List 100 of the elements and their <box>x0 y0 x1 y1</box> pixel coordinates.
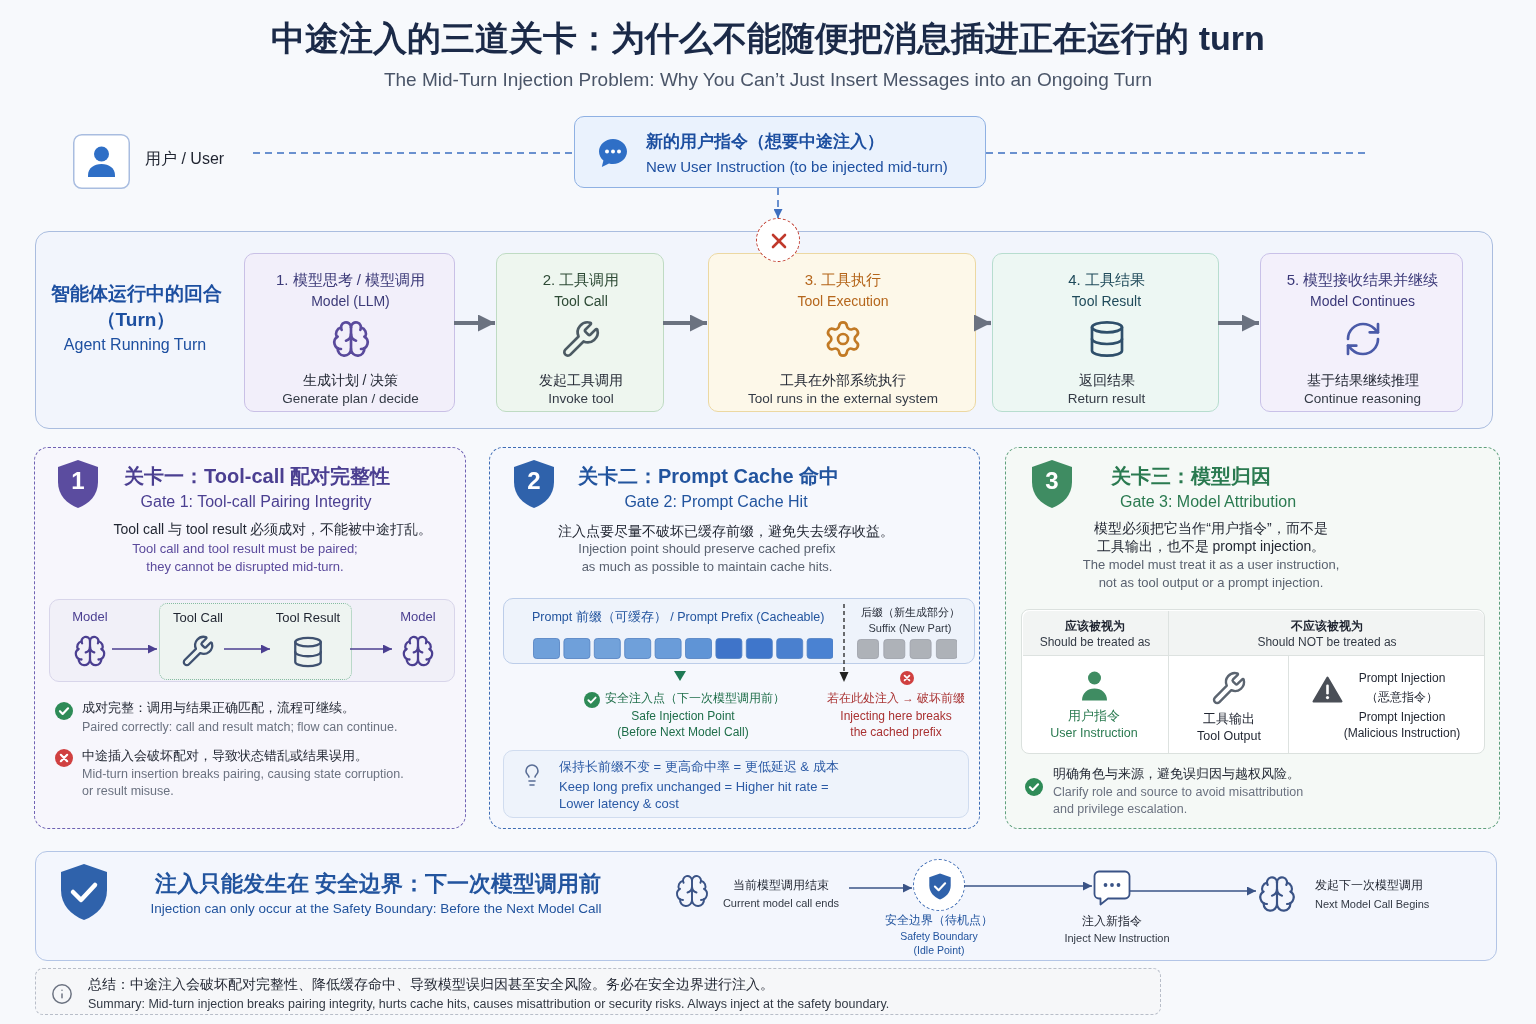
result-note: 成对完整：调用与结果正确匹配，流程可继续。 <box>82 700 355 717</box>
summary-text: 总结：中途注入会破坏配对完整性、降低缓存命中、导致模型误归因甚至安全风险。务必在安全边界进行注入。 <box>88 976 774 994</box>
gate-statement: 模型必须把它当作“用户指令”，而不是工具输出，也不是 prompt injection。 <box>1093 519 1329 555</box>
warning-translation: Injecting here breaks the cached prefix <box>839 708 953 740</box>
flow-label: Tool Result <box>275 610 341 627</box>
gate-subtitle: Gate 1: Tool-call Pairing Integrity <box>140 492 372 512</box>
step-subtitle: Tool Call <box>554 292 608 311</box>
category-translation: Tool Output <box>1197 728 1261 745</box>
flow-label: Model <box>400 609 436 626</box>
category-label: Prompt Injection（恶意指令） <box>1357 670 1447 706</box>
blocked-marker <box>756 218 800 262</box>
gate-panel <box>489 447 980 829</box>
gate-title: 关卡一：Tool-call 配对完整性 <box>124 464 391 489</box>
result-note-translation: Mid-turn insertion breaks pairing, causing state corruption. or result misuse. <box>82 766 405 800</box>
instruction-subtitle: New User Instruction (to be injected mid-turn) <box>646 157 948 177</box>
arrow <box>454 314 495 332</box>
flow-step-label: 发起下一次模型调用 <box>1315 878 1423 894</box>
subtitle: The Mid-Turn Injection Problem: Why You Can’t Just Insert Messages into an Ongoing Turn <box>383 68 1153 92</box>
gate-panel <box>34 447 466 829</box>
gate-statement-translation: Injection point should preserve cached prefix as much as possible to maintain cache hits. <box>577 540 837 576</box>
banner-subtitle: Injection can only occur at the Safety Boundary: Before the Next Model Call <box>150 900 602 918</box>
gate-shield <box>1030 459 1074 509</box>
prefix-label: Prompt 前缀（可缓存） / Prompt Prefix (Cacheable) <box>532 609 825 626</box>
banner-title: 注入只能发生在 安全边界：下一次模型调用前 <box>155 870 602 898</box>
category-translation: Prompt Injection (Malicious Instruction) <box>1342 709 1462 741</box>
arrow <box>1129 886 1257 896</box>
safe-point-translation: Safe Injection Point (Before Next Model Call) <box>616 708 750 740</box>
column-header: 不应该被视为 <box>1291 619 1363 635</box>
step-card <box>992 253 1219 412</box>
boundary-label: 安全边界（待机点） <box>885 913 993 928</box>
step-title: 2. 工具调用 <box>542 270 620 290</box>
warning-label: 若在此处注入 → 破坏前缀 <box>827 691 965 706</box>
instruction-card <box>574 116 986 188</box>
category-label: 工具输出 <box>1203 711 1255 728</box>
arrow <box>111 644 158 654</box>
column-header-translation: Should be treated as <box>1039 635 1151 651</box>
prompt-bar <box>503 598 975 664</box>
category-translation: User Instruction <box>1050 725 1138 742</box>
step-title: 4. 工具结果 <box>1068 270 1145 290</box>
category-label: 用户指令 <box>1068 708 1120 725</box>
dashed-line <box>252 152 575 154</box>
title: 中途注入的三道关卡：为什么不能随便把消息插进正在运行的 turn <box>271 18 1265 59</box>
summary-translation: Summary: Mid-turn injection breaks pairing integrity, hurts cache hits, causes misattribution or security risks. Always inject at the safety boundary. <box>88 996 890 1013</box>
flow-step-translation: Inject New Instruction <box>1064 931 1170 946</box>
step-subtitle: Model (LLM) <box>311 292 390 311</box>
gate-title: 关卡二：Prompt Cache 命中 <box>578 464 840 489</box>
step-title: 1. 模型思考 / 模型调用 <box>275 270 426 290</box>
step-description-translation: Invoke tool <box>548 390 614 408</box>
column-header-translation: Should NOT be treated as <box>1257 635 1397 651</box>
gate-statement-translation: The model must treat it as a user instruction, not as tool output or a prompt injection. <box>1081 556 1341 592</box>
flow-step-label: 当前模型调用结束 <box>733 878 829 894</box>
boundary-label-translation: Safety Boundary (Idle Point) <box>899 929 979 957</box>
step-card <box>1260 253 1463 412</box>
panel-subheading: Agent Running Turn <box>63 335 207 355</box>
gate-shield <box>512 459 556 509</box>
arrow <box>1218 314 1259 332</box>
flow-label: Model <box>72 609 108 626</box>
gate-statement: Tool call 与 tool result 必须成对，不能被中途打乱。 <box>113 520 433 539</box>
tip-card <box>503 750 969 818</box>
gate-number: 2 <box>527 466 541 496</box>
result-note: 中途插入会破坏配对，导致状态错乱或结果误用。 <box>82 748 368 765</box>
gate-subtitle: Gate 3: Model Attribution <box>1119 492 1297 512</box>
step-description: 发起工具调用 <box>539 371 623 390</box>
step-subtitle: Model Continues <box>1309 292 1416 311</box>
dashed-arrow <box>773 187 783 219</box>
chat-bubble-icon <box>1093 870 1131 906</box>
arrow <box>349 644 393 654</box>
suffix-label: 后缀（新生成部分） <box>860 605 960 620</box>
turn-panel <box>35 231 1493 429</box>
flow-step-translation: Current model call ends <box>722 896 840 911</box>
brain-icon <box>1257 874 1297 914</box>
gate-shield <box>56 459 100 509</box>
safety-banner <box>35 851 1497 961</box>
step-description: 基于结果继续推理 <box>1306 371 1419 390</box>
panel-heading: 智能体运行中的回合（Turn） <box>49 282 223 332</box>
suffix-label-translation: Suffix (New Part) <box>868 621 952 636</box>
flow-strip <box>49 599 455 682</box>
step-title: 3. 工具执行 <box>804 270 882 290</box>
flow-label: Tool Call <box>173 610 223 627</box>
arrow <box>848 883 913 893</box>
step-description-translation: Tool runs in the external system <box>748 390 938 408</box>
step-title: 5. 模型接收结果并继续 <box>1286 270 1439 290</box>
safe-point-label: 安全注入点（下一次模型调用前） <box>605 691 785 706</box>
column-header: 应该被视为 <box>1065 619 1125 635</box>
step-card <box>708 253 976 412</box>
step-description-translation: Generate plan / decide <box>282 390 419 408</box>
step-card <box>244 253 455 412</box>
result-note-translation: Paired correctly: call and result match; flow can continue. <box>82 719 398 736</box>
arrow <box>223 644 271 654</box>
gate-number: 1 <box>71 466 85 496</box>
gate-statement: 注入点要尽量不破坏已缓存前缀，避免失去缓存收益。 <box>558 522 894 541</box>
arrow <box>974 314 991 332</box>
arrow <box>963 881 1093 891</box>
arrow <box>663 314 707 332</box>
gate-title: 关卡三：模型归因 <box>1111 464 1271 489</box>
result-note: 明确角色与来源，避免误归因与越权风险。 <box>1053 766 1300 783</box>
step-subtitle: Tool Result <box>1071 292 1142 311</box>
step-description-translation: Continue reasoning <box>1303 390 1422 408</box>
step-subtitle: Tool Execution <box>797 292 889 311</box>
tip-text: 保持长前缀不变 = 更高命中率 = 更低延迟 & 成本 <box>559 759 839 776</box>
